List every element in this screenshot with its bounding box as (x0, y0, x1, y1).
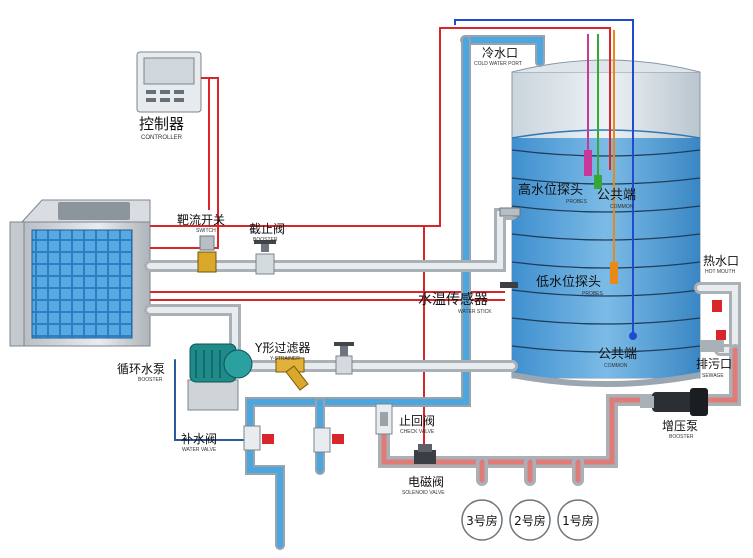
high-level-probe-tip (584, 150, 592, 176)
booster-pump[interactable] (640, 388, 708, 416)
drain-valve-handle[interactable] (716, 330, 726, 340)
common-probe-bottom-tip (629, 332, 637, 340)
water-temp-sensor-label-en: WATER STICK (458, 309, 492, 315)
tank-bands (511, 149, 701, 353)
heat-exchanger-coil (31, 229, 133, 339)
drain-port-label-en: SEWAGE (702, 373, 724, 379)
stop-valve-bottom[interactable] (334, 342, 354, 375)
water-tank (511, 59, 701, 387)
cold-water-port-label-en: COLD WATER PORT (474, 61, 522, 67)
controller-device[interactable] (136, 51, 202, 113)
stop-valve-label: 截止阀 (249, 222, 285, 236)
target-switch-label: 靶流开关 (177, 213, 225, 227)
check-valve[interactable] (375, 403, 393, 435)
y-strainer[interactable] (275, 357, 309, 391)
target-switch-label-en: SWITCH (196, 228, 216, 234)
common-top-label: 公共端 (597, 188, 636, 203)
room-1-label: 1号房 (562, 513, 594, 528)
stop-valve-top[interactable] (254, 240, 276, 275)
makeup-valve-label-en: WATER VALVE (182, 447, 217, 453)
target-flow-switch[interactable] (197, 235, 217, 273)
circulation-pump-label: 循环水泵 (117, 362, 165, 376)
hot-water-port-label: 热水口 (703, 254, 739, 268)
drain-pipe (700, 340, 724, 352)
room-3-outlet[interactable] (461, 499, 503, 541)
tank-water (512, 138, 700, 378)
common-probe-tip (594, 175, 602, 189)
booster-pump-label: 增压泵 (662, 419, 698, 433)
y-strainer-label-en: Y-STRAINER (270, 356, 300, 362)
room-outlets: 3号房 2号房 1号房 (461, 499, 599, 541)
water-temp-sensor-label: 水温传感器 (418, 291, 488, 308)
common-bottom-label: 公共端 (598, 347, 637, 362)
controller-label-en: CONTROLLER (141, 135, 183, 141)
makeup-water-valve[interactable] (243, 425, 274, 451)
drain-port-label: 排污口 (696, 357, 732, 371)
solenoid-valve-label: 电磁阀 (408, 474, 444, 489)
circulation-pump-label-en: BOOSTER (138, 377, 163, 383)
circulation-pump[interactable] (187, 343, 253, 411)
wiring (150, 19, 634, 452)
common-bottom-label-en: COMMON (604, 363, 628, 369)
check-valve-label-en: CHECK VALVE (400, 429, 435, 435)
check-valve-label: 止回阀 (399, 414, 435, 428)
room-1-outlet[interactable] (557, 499, 599, 541)
room-3-label: 3号房 (466, 513, 498, 528)
hot-water-port-label-en: HOT MOUTH (705, 269, 736, 275)
low-level-probe-label: 低水位探头 (536, 275, 601, 290)
y-strainer-label: Y形过滤器 (254, 341, 310, 355)
makeup-valve-label: 补水阀 (181, 432, 217, 446)
heat-pump-unit (9, 199, 151, 347)
room-2-label: 2号房 (514, 513, 546, 528)
high-level-probe-label-en: PROBES (566, 199, 588, 205)
controller-label: 控制器 (139, 115, 184, 133)
cold-water-port-label: 冷水口 (482, 46, 518, 60)
solenoid-valve-label-en: SOLENOID VALVE (402, 490, 445, 496)
common-top-label-en: COMMON (610, 204, 634, 210)
low-level-probe-label-en: PROBES (582, 291, 604, 297)
hot-water-valve-handle[interactable] (712, 300, 722, 312)
fan-grille (58, 202, 130, 220)
solenoid-valve[interactable] (414, 444, 436, 464)
labels: 控制器 CONTROLLER 靶流开关 SWITCH 截止阀 BOOSTER 冷… (117, 46, 739, 496)
low-level-probe-tip (610, 262, 618, 284)
high-level-probe-label: 高水位探头 (518, 182, 583, 198)
booster-pump-label-en: BOOSTER (669, 434, 694, 440)
stop-valve-label-en: BOOSTER (253, 237, 278, 243)
room-2-outlet[interactable] (509, 499, 551, 541)
makeup-water-valve-2[interactable] (313, 427, 344, 453)
temp-sensor-stick (499, 207, 521, 288)
